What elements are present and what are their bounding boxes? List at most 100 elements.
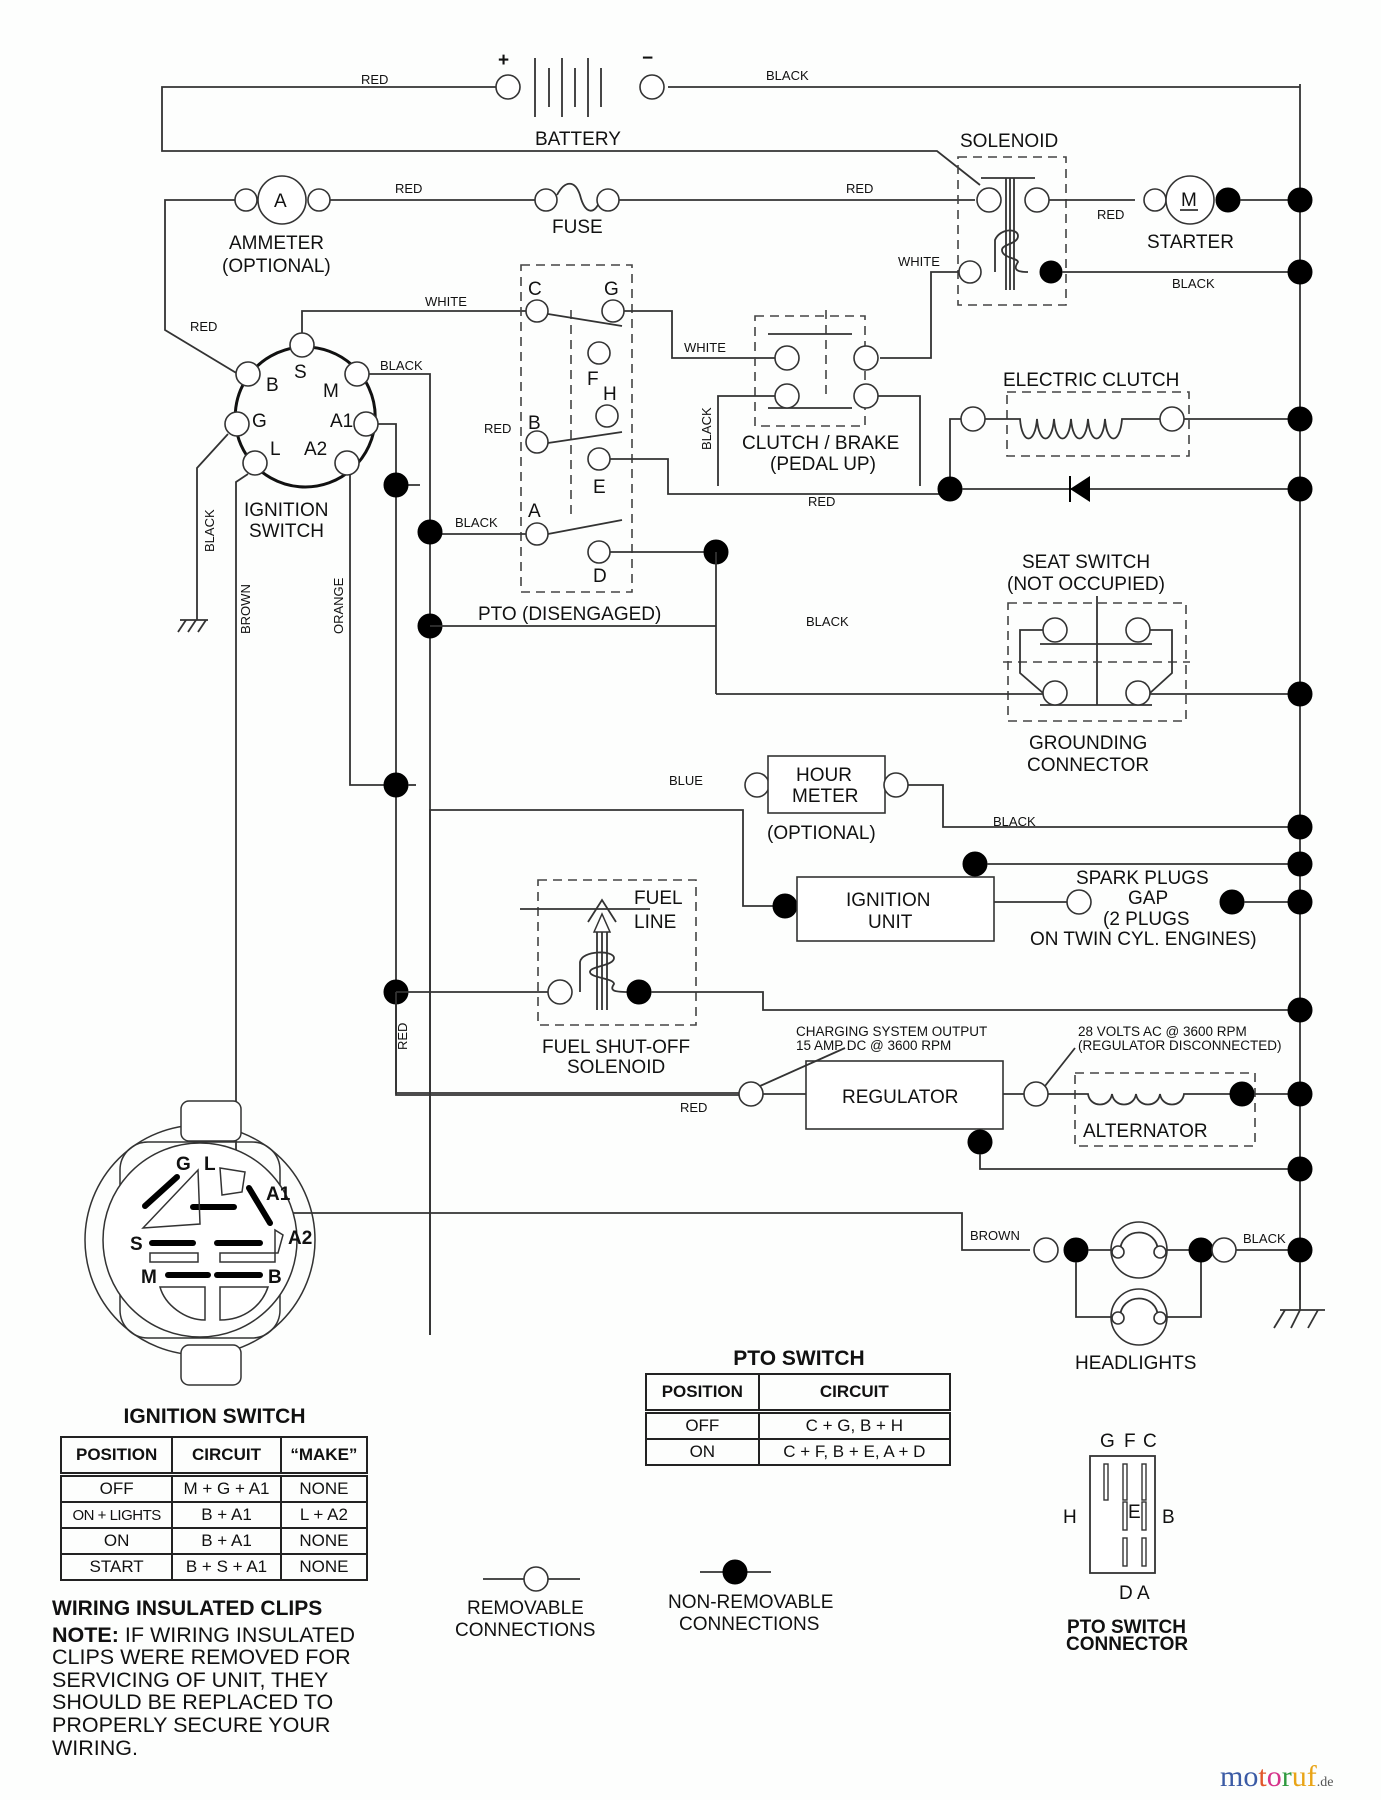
diagram-label: B [528,413,541,434]
removable-connection [525,299,549,323]
component-box [1122,1537,1128,1567]
diagram-label: L [270,439,281,460]
wire-label: BLACK [1243,1231,1286,1246]
removable-connection [738,1081,764,1107]
wire-segment [1167,1262,1202,1318]
wire-segment [219,1167,246,1196]
ammeter-symbol: A [274,191,287,212]
wire-segment [246,1185,273,1226]
removable-connection [495,74,521,100]
diagram-label: E [593,477,606,498]
wire-segment [1273,1309,1286,1329]
diagram-label: UNIT [868,912,913,933]
diagram-label: B [266,375,279,396]
diagram-label: A [528,501,541,522]
wire-segment [878,395,921,486]
fuse-label: FUSE [552,217,603,238]
removable-connection [235,361,261,387]
removable-connection [242,450,268,476]
component-box [796,876,995,942]
diagram-label: B [268,1267,282,1288]
note-heading: WIRING INSULATED CLIPS [52,1597,323,1620]
fuel-solenoid-label: FUEL SHUT-OFF [542,1037,690,1058]
pto-connector-title: PTO SWITCH [1067,1617,1186,1638]
removable-connection [596,188,620,212]
component-box [1122,1463,1128,1501]
removable-connection [1211,1237,1237,1263]
regulator-label: REGULATOR [842,1087,959,1108]
headlights: BROWN BLACK HEADLIGHTS [970,1221,1313,1374]
ignition-table-title: IGNITION SWITCH [123,1405,306,1428]
diagram-label: SOLENOID [567,1057,665,1078]
non-removable-connection [1039,260,1063,284]
removable-connection [525,522,549,546]
removable-connection [353,411,379,437]
wire-label: RED [846,181,873,196]
non-removable-connection [383,772,409,798]
note-label: NOTE: [52,1622,119,1647]
wire-label: RED [395,181,422,196]
diagram-label: GAP [1128,888,1168,909]
charging-note: CHARGING SYSTEM OUTPUT [796,1024,987,1039]
wire-label: RED [1097,207,1124,222]
wire-segment [1290,1309,1301,1329]
removable-connection [1042,680,1068,706]
removable-connection [224,411,250,437]
ground-symbol-right [1273,1262,1325,1329]
non-removable-connection [1287,259,1313,285]
table-cell: ON [645,1438,760,1466]
grounding-connector-label: GROUNDING [1029,733,1147,754]
diode-icon [1070,476,1090,502]
wire-segment [1019,629,1044,694]
removable-connection [774,383,800,409]
removable-connection [1159,406,1185,432]
fuel-line-label: FUEL [634,888,683,909]
starter: M STARTER [1143,175,1313,253]
wire-segment [717,395,775,486]
component-box [1141,1537,1147,1567]
ground-symbol-left [177,619,208,633]
wire-segment [651,991,1300,1011]
starter-label: STARTER [1147,232,1234,253]
component-box [180,1100,242,1142]
wire-label: BLACK [699,407,714,450]
removable-connection [307,188,331,212]
wire-segment [579,951,629,993]
seat-switch-label: SEAT SWITCH [1022,552,1150,573]
wire-segment [624,310,780,359]
table-cell: B + A1 [171,1501,282,1529]
diagram-label: S [130,1234,143,1255]
removable-connection [587,341,611,365]
removable-connection [960,406,986,432]
diagram-label: F [1124,1431,1136,1452]
component-box [1141,1463,1147,1501]
wire-segment [235,473,1030,1251]
diagram-label: G [176,1154,191,1175]
battery-positive-wire [161,86,981,186]
diagram-label: L [204,1154,216,1175]
diagram-label: M [323,381,339,402]
wire-segment [141,1168,201,1229]
wire-label: RED [808,494,835,509]
removable-connection [547,979,573,1005]
wire-segment [1149,629,1173,694]
removable-connection [1153,1311,1167,1325]
logo-letters: motoruf [1220,1760,1317,1793]
removable-connection [853,383,879,409]
removable-connection [257,175,307,225]
wire-segment [908,784,1300,828]
removable-connection [289,332,315,358]
diagram-label: H [1063,1507,1077,1528]
diagram-label: ON TWIN CYL. ENGINES) [1030,929,1257,950]
headlights-label: HEADLIGHTS [1075,1353,1196,1374]
non-removable-connection [967,1129,993,1155]
table-cell: C + G, B + H [757,1410,952,1440]
note-text: IF WIRING INSULATED CLIPS WERE REMOVED F… [52,1622,356,1760]
removable-connection [1111,1245,1125,1259]
table-cell: B + A1 [171,1527,282,1555]
diagram-label: CONNECTOR [1066,1634,1188,1655]
